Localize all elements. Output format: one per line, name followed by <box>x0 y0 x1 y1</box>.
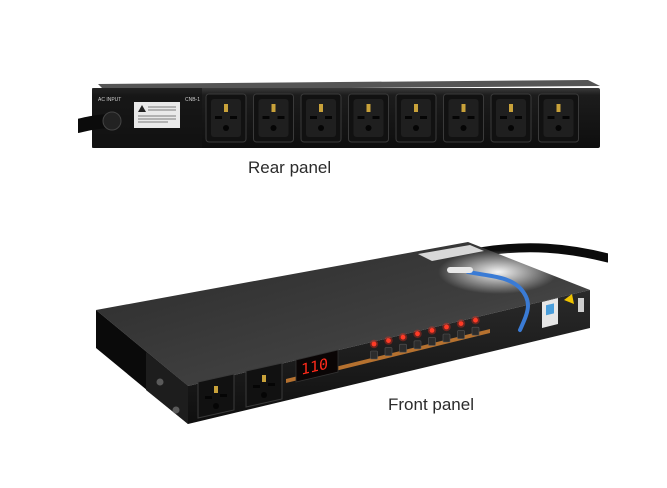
front-panel-unit: 110 <box>96 242 608 424</box>
rear-outlet <box>205 93 247 143</box>
rear-outlet <box>300 93 342 143</box>
front-outlet <box>245 362 283 408</box>
rack-ear <box>146 352 188 424</box>
rear-outlet <box>395 93 437 143</box>
rear-panel-unit: AC INPUT CNB-1 <box>78 80 600 148</box>
outlet-slot <box>319 104 323 112</box>
channel-button[interactable] <box>399 343 407 353</box>
power-switch[interactable] <box>578 298 584 312</box>
channel-button[interactable] <box>457 330 465 339</box>
rear-outlet <box>490 93 532 143</box>
indicator-led <box>386 338 391 343</box>
front-panel-caption: Front panel <box>388 395 474 414</box>
front-power-cord <box>475 243 608 263</box>
indicator-led <box>400 334 406 340</box>
rear-outlet <box>538 93 579 143</box>
front-outlet <box>197 373 235 419</box>
cord-grommet <box>102 111 122 131</box>
rack-screw-icon <box>172 406 180 414</box>
ac-input-label: AC INPUT <box>98 97 121 103</box>
channel-button[interactable] <box>442 333 451 343</box>
top-sticker <box>418 245 484 261</box>
rear-outlet <box>348 93 389 143</box>
warning-sticker <box>134 102 180 128</box>
warning-triangle-icon <box>138 105 146 112</box>
indicator-led <box>473 317 478 323</box>
voltage-display <box>295 349 339 383</box>
outlet-slot <box>414 104 418 112</box>
outlet-slot <box>224 104 228 112</box>
indicator-led <box>444 324 449 330</box>
outlet-slot <box>271 104 276 112</box>
outlet-slot <box>509 104 513 112</box>
channel-button[interactable] <box>370 350 378 360</box>
gooseneck-lamp[interactable] <box>466 270 530 332</box>
rear-outlet <box>253 93 294 143</box>
lamp-glow <box>438 250 558 294</box>
front-outlet-row <box>197 362 283 419</box>
indicator-row <box>369 316 480 360</box>
outlet-slot <box>366 104 371 112</box>
indicator-led <box>415 331 420 337</box>
outlet-slot <box>262 375 266 382</box>
rack-screw-icon <box>156 378 164 386</box>
breaker-toggle[interactable] <box>546 303 554 316</box>
rear-panel-caption: Rear panel <box>248 158 332 177</box>
outlet-slot <box>461 104 466 112</box>
channel-button[interactable] <box>384 347 393 356</box>
rear-outlet <box>443 93 484 143</box>
indicator-led <box>371 341 377 347</box>
rear-top-edge <box>98 80 600 90</box>
channel-button[interactable] <box>413 340 422 350</box>
channel-button[interactable] <box>428 337 436 346</box>
channel-button[interactable] <box>471 326 480 336</box>
front-warning-icon <box>564 294 574 304</box>
rear-outlet-row <box>205 93 579 143</box>
outlet-slot <box>214 386 218 393</box>
model-label: CNB-1 <box>185 97 200 103</box>
indicator-led <box>458 321 464 326</box>
indicator-led <box>429 328 435 333</box>
outlet-slot <box>556 104 561 112</box>
